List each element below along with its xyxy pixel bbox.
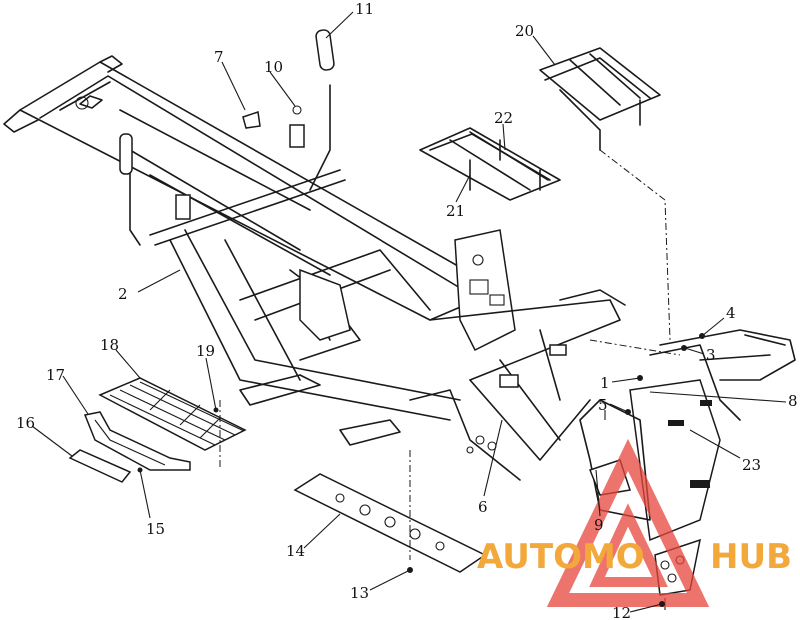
footrest-grate (98, 377, 247, 451)
callout-23: 23 (742, 456, 761, 474)
callout-9: 9 (594, 516, 604, 534)
footrest-guard (83, 411, 191, 471)
callout-18: 18 (100, 336, 119, 354)
foot-pad (68, 449, 132, 483)
callout-5: 5 (598, 396, 608, 414)
callout-3: 3 (706, 346, 716, 364)
callout-13: 13 (350, 584, 369, 602)
fasteners (137, 333, 705, 607)
alignment-line-bumper (589, 339, 681, 356)
callout-21: 21 (446, 202, 465, 220)
callout-10: 10 (264, 58, 283, 76)
callout-19: 19 (196, 342, 215, 360)
watermark-logo (546, 438, 710, 607)
callout-20: 20 (515, 22, 534, 40)
callout-7: 7 (214, 48, 224, 66)
watermark-text: AUTOMO HUB (477, 537, 792, 577)
callout-17: 17 (46, 366, 65, 384)
leader-lines (31, 11, 787, 613)
callout-12: 12 (612, 604, 631, 620)
main-frame (3, 29, 626, 481)
callout-22: 22 (494, 109, 513, 127)
callout-1: 1 (600, 374, 610, 392)
callout-4: 4 (726, 304, 736, 322)
callout-labels: 11 7 10 20 22 21 2 4 3 1 8 5 23 9 6 18 1… (16, 0, 798, 620)
callout-15: 15 (146, 520, 165, 538)
callout-6: 6 (478, 498, 488, 516)
callout-14: 14 (286, 542, 305, 560)
rear-rack (539, 47, 661, 151)
callout-11: 11 (355, 0, 374, 18)
front-rack (419, 127, 561, 201)
callout-16: 16 (16, 414, 35, 432)
callout-2: 2 (118, 285, 128, 303)
skid-plate (293, 450, 487, 573)
alignment-line-rack (599, 149, 671, 341)
watermark-text-right: HUB (710, 537, 792, 577)
watermark-text-left: AUTOMO (477, 537, 645, 577)
callout-8: 8 (788, 392, 798, 410)
